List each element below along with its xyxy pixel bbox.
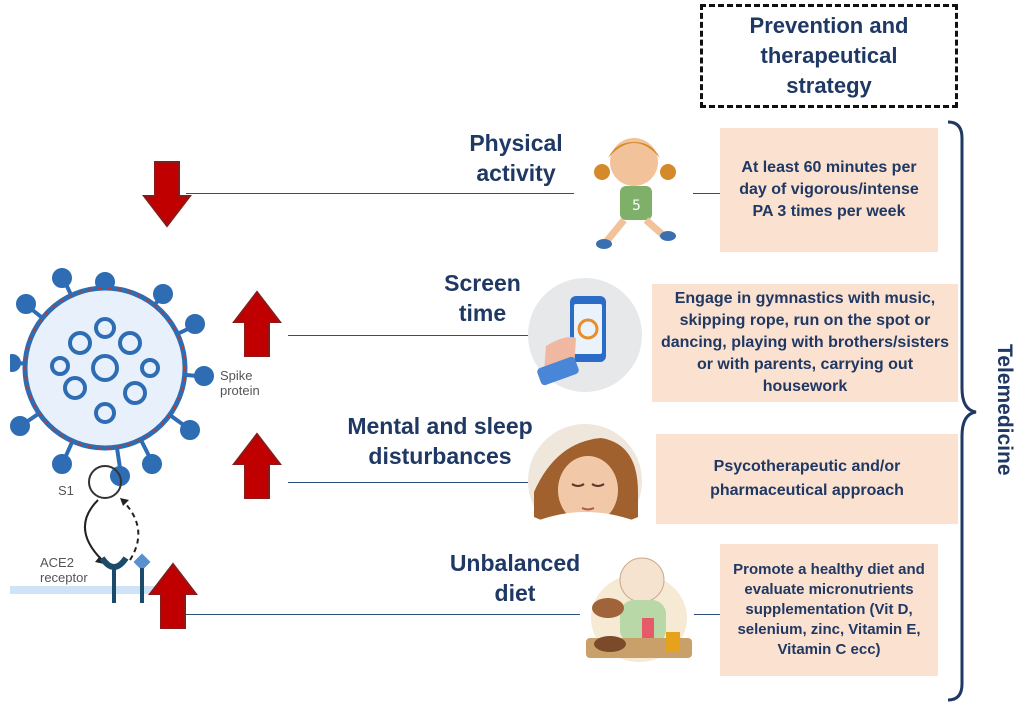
strategy-box-mental-sleep: Psycotherapeutic and/or pharmaceutical a… [656,434,958,524]
strategy-box-unbalanced-diet: Promote a healthy diet and evaluate micr… [720,544,938,676]
increase-arrow-icon [232,432,282,499]
increase-arrow-icon [232,290,282,357]
sleepy-child-photo [528,424,642,540]
row-connector-line [186,614,580,615]
factor-physical-activity: Physical activity [469,130,563,186]
row-connector-line [288,335,528,336]
row-connector-line [186,193,574,194]
factor-screen-time: Screen time [444,270,521,326]
running-child-icon: 5 [594,138,676,249]
factor-mental-sleep: Mental and sleep disturbances [347,413,533,469]
svg-text:5: 5 [632,198,641,214]
increase-arrow-icon [148,562,198,629]
strategy-title-box: Prevention and therapeutical strategy [700,4,958,108]
strategy-box-physical-activity: At least 60 minutes per day of vigorous/… [720,128,938,252]
coronavirus-illustration [10,268,214,603]
telemedicine-bracket [947,120,977,702]
telemedicine-label: Telemedicine [993,344,1016,476]
decrease-arrow-icon [142,161,192,228]
spike-protein-label: Spike protein [220,368,260,398]
row-connector-line [694,614,720,615]
row-connector-line [693,193,720,194]
row-connector-line [288,482,528,483]
smartphone-hand-icon [528,278,642,392]
ace2-receptor-label: ACE2 receptor [40,555,88,585]
s1-label: S1 [58,483,74,498]
strategy-title: Prevention and therapeutical strategy [749,13,909,98]
child-eating-junk-food-icon [586,557,692,662]
factor-unbalanced-diet: Unbalanced diet [449,550,581,606]
strategy-box-screen-time: Engage in gymnastics with music, skippin… [652,284,958,402]
